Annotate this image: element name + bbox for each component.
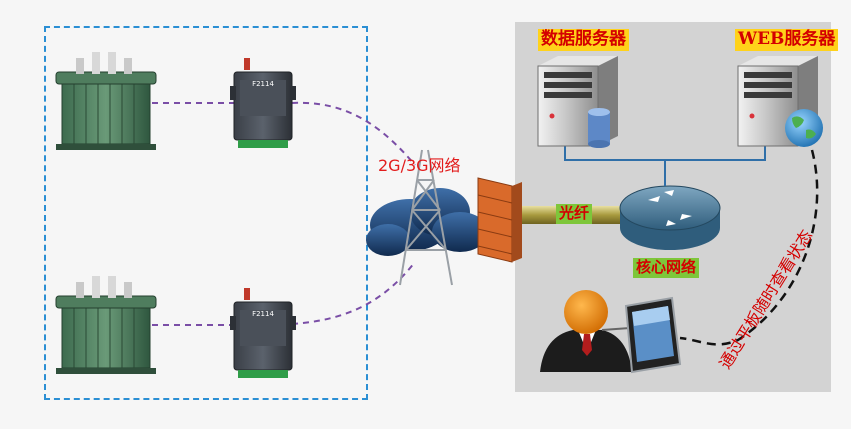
core-network-label: 核心网络 [633, 258, 700, 278]
transformer-1 [55, 52, 157, 150]
database-icon [588, 108, 610, 148]
cloud-icon [366, 188, 488, 256]
person-tablet-link [601, 327, 631, 331]
transformer-2 [55, 276, 157, 374]
firewall-icon [477, 177, 522, 263]
antenna-icon [244, 288, 250, 300]
antenna-icon [244, 58, 250, 70]
link-lines [152, 101, 416, 326]
link-modem2-network [291, 261, 416, 325]
network-label: 2G/3G网络 [378, 156, 461, 175]
router-icon [619, 185, 721, 250]
modem-2 [230, 288, 296, 378]
tablet-access-path [679, 149, 819, 346]
modem-1 [230, 58, 296, 148]
data-server-label: 数据服务器 [538, 29, 629, 51]
modem-2-model: F2114 [252, 310, 274, 318]
server-links [564, 146, 766, 186]
fiber-label: 光纤 [556, 204, 593, 224]
modem-1-model: F2114 [252, 80, 274, 88]
web-server-label: WEB服务器 [735, 29, 839, 51]
globe-icon [785, 109, 823, 147]
tablet-icon [624, 296, 682, 374]
field-equipment-group [44, 26, 368, 400]
tower-icon [399, 149, 453, 286]
person-icon [540, 290, 632, 372]
web-server-icon [737, 56, 818, 147]
